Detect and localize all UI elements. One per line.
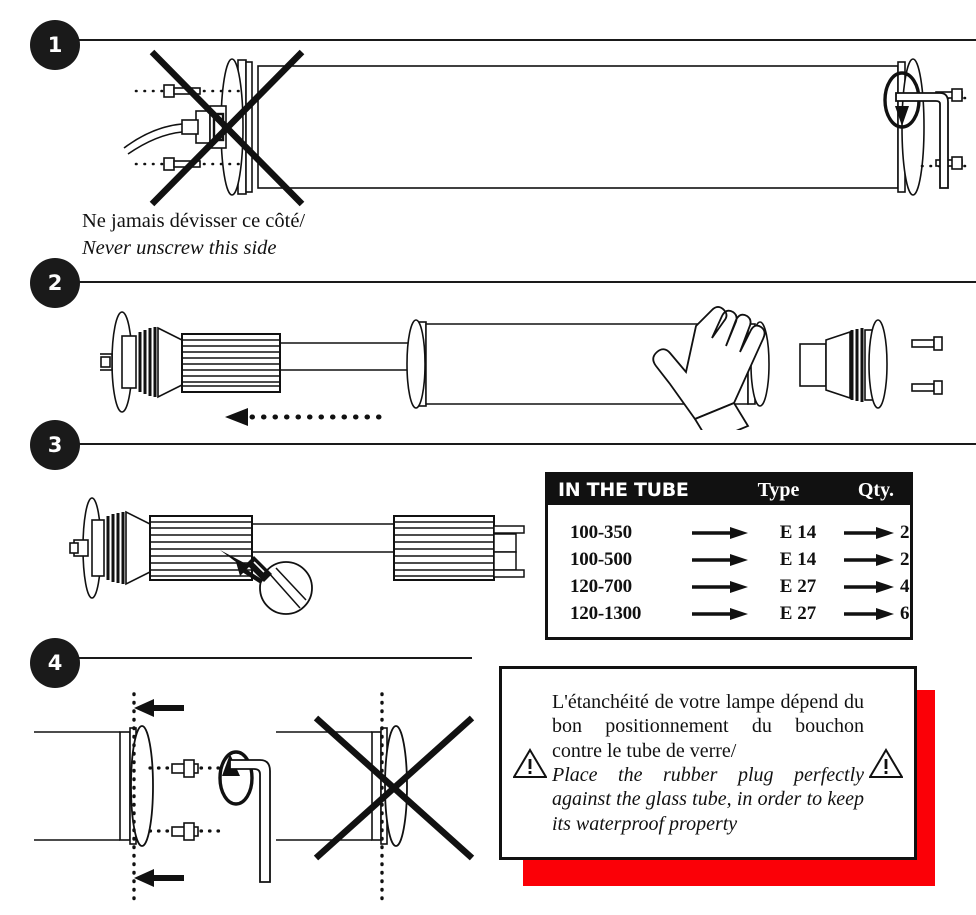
row-arrow-icon [838,526,900,540]
row-arrow-icon [692,607,758,621]
cell-type: E 14 [779,521,817,543]
step-marker-3: 3 [30,420,80,470]
step-rule-2 [78,281,976,283]
screw-icon [911,336,943,395]
header-type: Type [757,478,800,501]
allen-key-step-1 [868,60,976,205]
row-arrow-icon [692,526,758,540]
step-rule-3 [78,443,976,445]
header-qty: Qty. [857,478,894,501]
step-rule-1 [78,39,976,41]
push-arrow-icon [134,699,184,887]
cross-out-x [149,49,305,207]
step-rule-4 [78,657,472,659]
parts-table: IN THE TUBE Type Qty. 100-350 E 14 2 100… [545,472,913,640]
cell-qty: 6 [900,602,910,624]
warning-triangle-icon [510,747,550,779]
row-arrow-icon [838,607,900,621]
cell-model: 100-350 [570,521,632,543]
table-row: 100-350 E 14 2 [548,519,910,546]
warning-triangle-icon [866,747,906,779]
row-arrow-icon [838,580,900,594]
parts-table-body: 100-350 E 14 2 100-500 E 14 2 [548,505,910,637]
caption-step-1-en: Never unscrew this side [82,236,277,259]
step-number-4: 4 [47,650,63,675]
table-row: 100-500 E 14 2 [548,546,910,573]
step-number-2: 2 [47,270,63,295]
cell-qty: 2 [900,548,910,570]
step-marker-2: 2 [30,258,80,308]
table-row: 120-700 E 27 4 [548,573,910,600]
insertion-arrow-icon [220,550,264,584]
screw-icon [171,759,199,841]
step-number-1: 1 [47,32,63,57]
caption-step-1-fr: Ne jamais dévisser ce côté/ [82,210,306,232]
cell-model: 100-500 [570,548,632,570]
parts-table-header: IN THE TUBE Type Qty. [548,475,910,505]
cell-type: E 27 [779,602,817,624]
caption-step-1: Ne jamais dévisser ce côté/ Never unscre… [82,208,462,261]
illustration-step-3 [68,490,528,625]
step-number-3: 3 [47,432,63,457]
warning-callout: L'étanchéité de votre lampe dépend du bo… [499,666,917,860]
cross-out-x [313,715,475,861]
rotation-arrow-icon [218,750,254,806]
row-arrow-icon [838,553,900,567]
step-marker-1: 1 [30,20,80,70]
table-row: 120-1300 E 27 6 [548,600,910,627]
cell-type: E 14 [779,548,817,570]
header-in-the-tube: IN THE TUBE [558,479,689,501]
cell-model: 120-700 [570,575,632,597]
bulb-icon [246,556,313,615]
warning-text-fr: L'étanchéité de votre lampe dépend du bo… [552,690,864,762]
illustration-step-2 [97,300,976,444]
step-marker-4: 4 [30,638,80,688]
warning-text-en: Place the rubber plug perfectly against … [552,764,864,835]
warning-text: L'étanchéité de votre lampe dépend du bo… [550,690,866,836]
allen-key-icon [895,92,949,189]
cell-qty: 4 [900,575,910,597]
cell-model: 120-1300 [570,602,642,624]
direction-arrow-dotted-left [225,408,393,426]
row-arrow-icon [692,580,758,594]
cell-type: E 27 [779,575,817,597]
illustration-step-1 [110,48,976,213]
row-arrow-icon [692,553,758,567]
allen-key-icon [229,759,271,883]
illustration-step-4 [24,690,494,915]
cell-qty: 2 [900,521,910,543]
